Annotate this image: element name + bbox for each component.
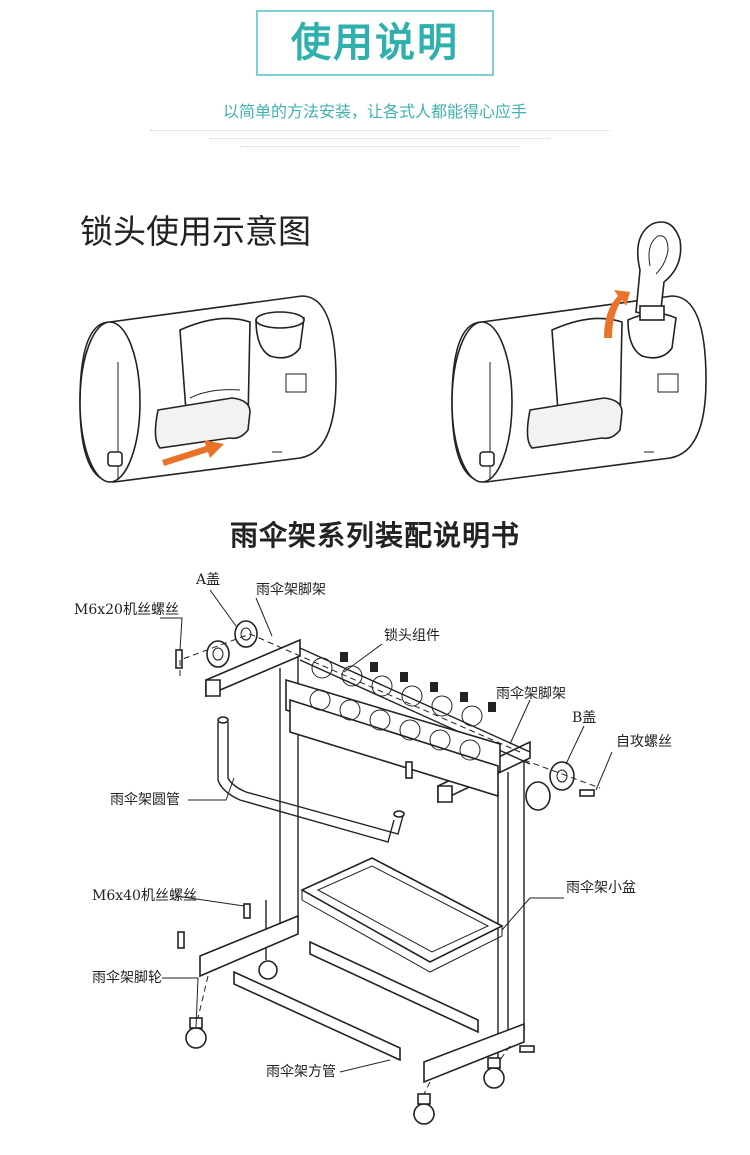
decorative-dotted-line [210, 138, 550, 142]
lock-section-title: 锁头使用示意图 [80, 212, 311, 251]
page-subtitle: 以简单的方法安装，让各式人都能得心应手 [222, 102, 527, 121]
label-b-cap: B盖 [572, 710, 596, 726]
drip-tray-part [300, 857, 504, 973]
label-self-tapping-screw: 自攻螺丝 [616, 734, 672, 750]
page-title: 使用说明 [291, 20, 459, 66]
label-stand-frame-top: 雨伞架脚架 [256, 581, 326, 598]
round-tube-part [217, 716, 405, 843]
label-caster: 雨伞架脚轮 [92, 969, 162, 986]
label-lock-assembly: 锁头组件 [384, 628, 440, 644]
lock-assembly-part [285, 652, 501, 798]
header-frame [256, 10, 494, 76]
label-round-tube: 雨伞架圆管 [110, 791, 180, 808]
label-m6x20-screw: M6x20机丝螺丝 [74, 602, 179, 618]
rotate-arrow-icon [604, 290, 630, 338]
b-cap-part [525, 761, 575, 811]
a-cap-part [206, 620, 258, 668]
label-stand-frame-right: 雨伞架脚架 [496, 685, 566, 702]
label-square-tube: 雨伞架方管 [266, 1063, 336, 1080]
lock-illustration-left [79, 295, 337, 483]
decorative-dotted-line [150, 130, 610, 134]
insert-arrow-icon [162, 440, 224, 466]
assembly-section-title: 雨伞架系列装配说明书 [229, 519, 520, 552]
label-drip-tray: 雨伞架小盆 [566, 879, 636, 896]
label-a-cap: A盖 [195, 572, 220, 588]
caster-parts [185, 960, 505, 1125]
key-icon [635, 221, 682, 321]
decorative-dotted-line [240, 146, 520, 150]
label-m6x40-screw: M6x40机丝螺丝 [92, 888, 197, 904]
lock-illustration-right [451, 221, 707, 483]
screw-parts [175, 649, 595, 1053]
square-tube-part [233, 940, 479, 1062]
